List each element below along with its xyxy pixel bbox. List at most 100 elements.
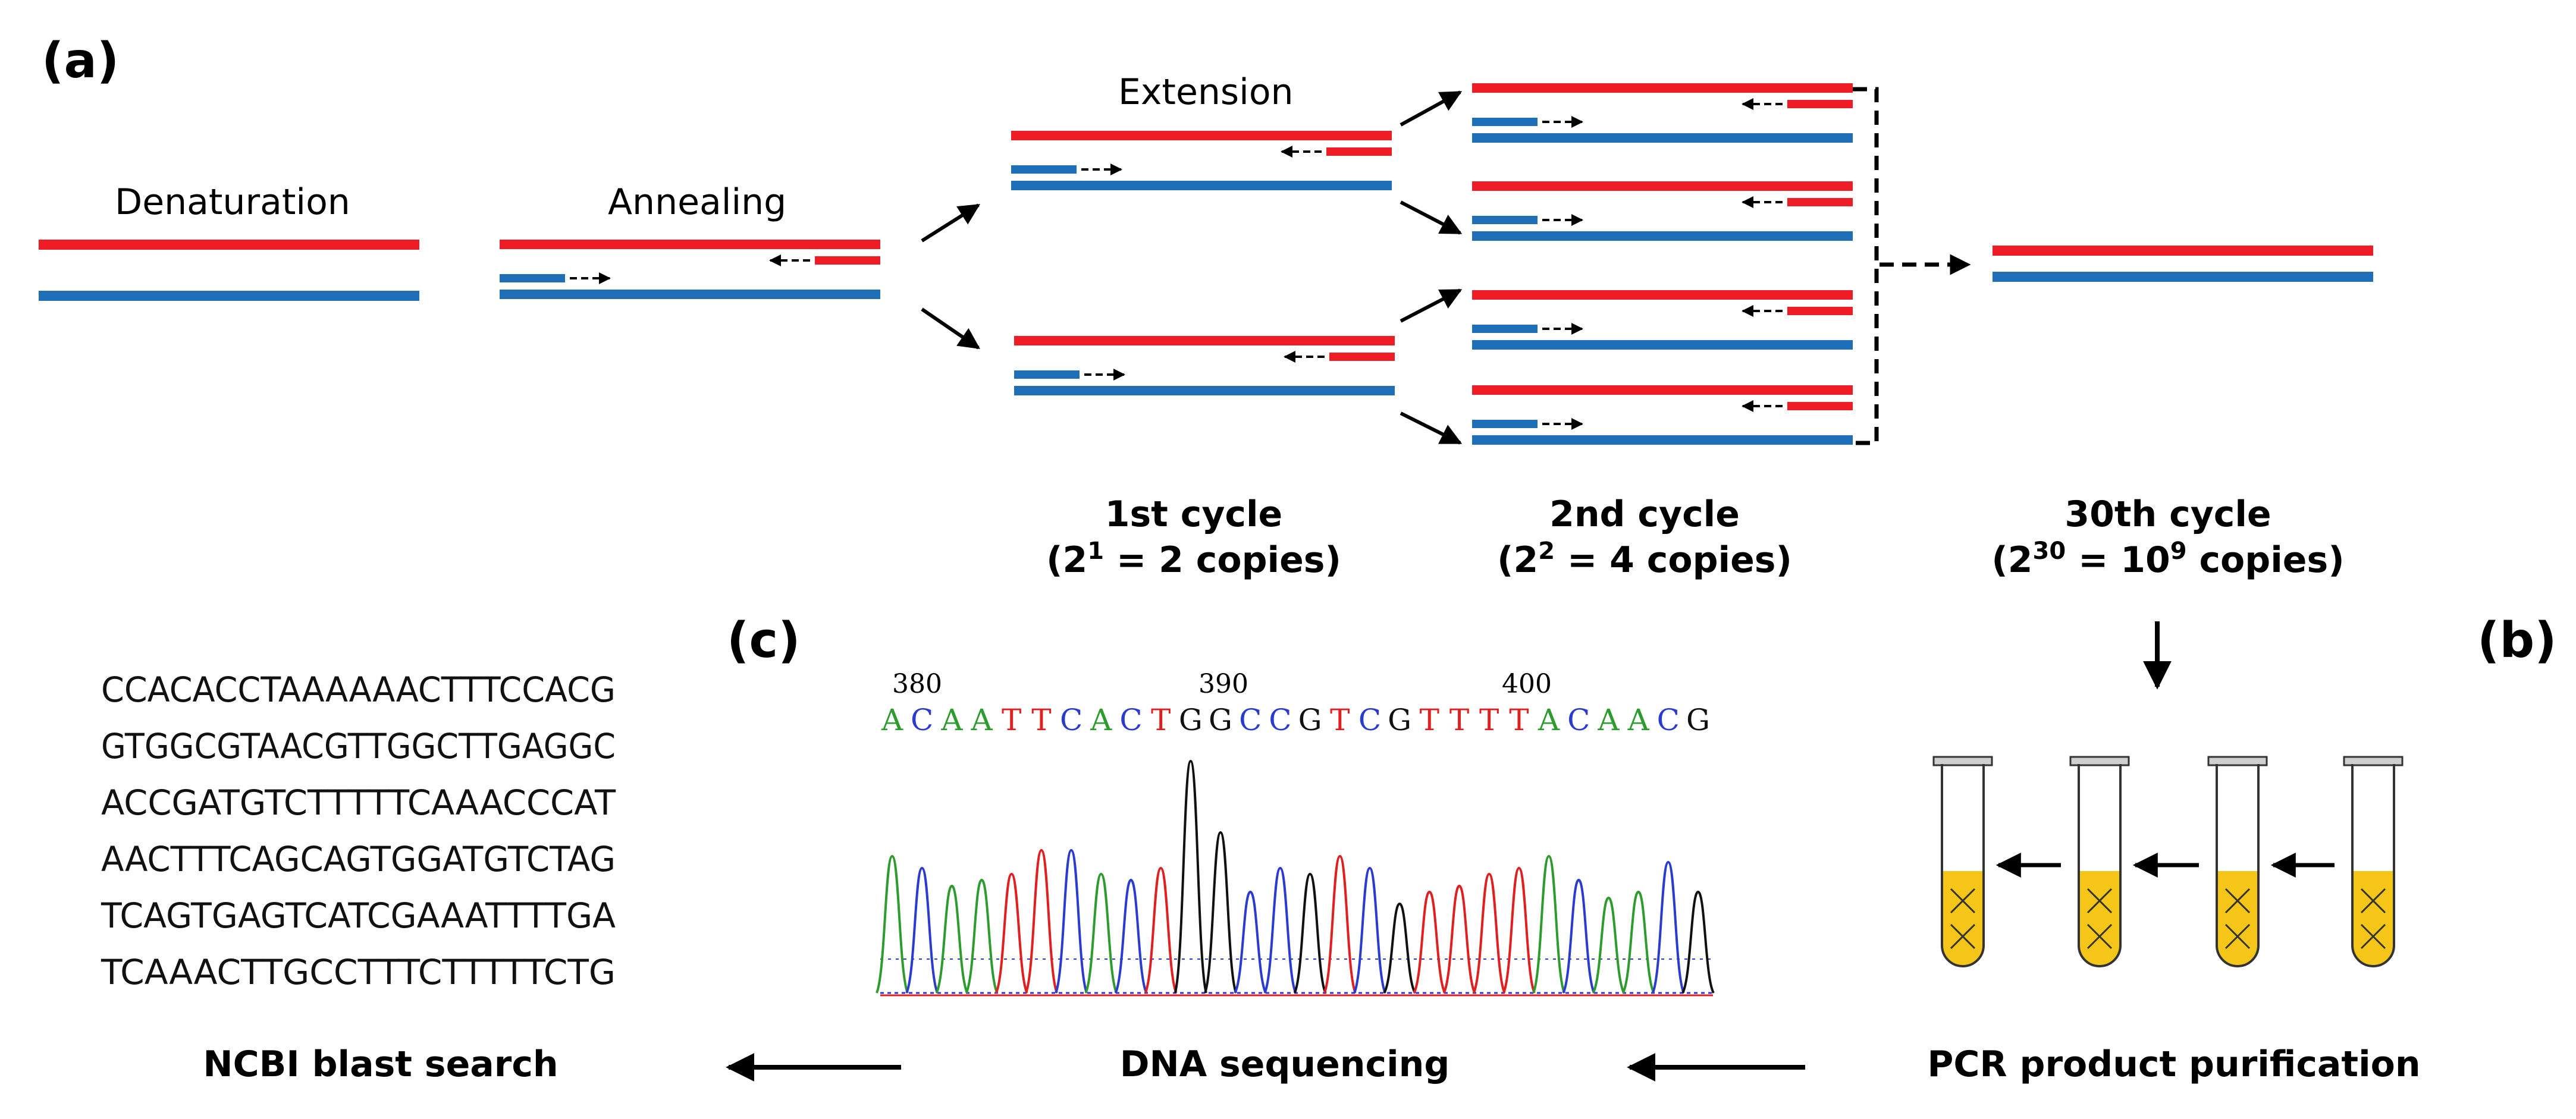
base-call: C [1269, 703, 1291, 737]
tube-body [2078, 764, 2122, 967]
arrow-icon [1400, 288, 1463, 323]
trace-peak [1383, 902, 1416, 994]
reverse-strand [39, 291, 419, 301]
forward-strand [1472, 290, 1853, 300]
base-call: T [1151, 703, 1171, 737]
cycle-1-copies: (21 = 2 copies) [1046, 538, 1341, 581]
base-call: C [1239, 703, 1262, 737]
tube-cap [2207, 756, 2268, 766]
tube-liquid [2217, 871, 2258, 966]
trace-peak [1592, 896, 1626, 994]
trace-peak [1621, 890, 1655, 994]
base-call: A [881, 703, 903, 737]
extension-strands-bottom [1014, 336, 1395, 395]
base-call: T [1420, 703, 1439, 737]
base-call: A [1538, 703, 1560, 737]
panel-label-a: (a) [42, 33, 119, 89]
reverse-strand [500, 290, 880, 299]
trace-peak [1651, 860, 1685, 994]
trace-peak [905, 866, 939, 994]
pcr-tube-icon [1932, 756, 1993, 967]
trace-peak [1055, 848, 1088, 994]
panel-label-c: (c) [727, 612, 801, 669]
reverse-strand [1993, 272, 2373, 282]
forward-strand [1993, 246, 2373, 256]
trace-peak [1263, 866, 1297, 994]
reverse-primer [1787, 307, 1853, 315]
base-call: A [1627, 703, 1650, 737]
dna-helix-icon [2224, 888, 2251, 950]
reverse-strand [1472, 133, 1853, 143]
forward-strand [1472, 385, 1853, 395]
trace-peak [1562, 878, 1596, 994]
arrow-icon [1400, 411, 1463, 445]
pcr-tube-icon [2069, 756, 2130, 967]
base-call: C [1060, 703, 1083, 737]
dna-sequencing-label: DNA sequencing [1120, 1043, 1450, 1085]
trace-peak [876, 854, 909, 994]
pcr-tube-icon [2207, 756, 2268, 967]
sequence-line: GTGGCGTAACGTTGGCTTGAGGC [101, 726, 616, 766]
annealing-label: Annealing [608, 181, 786, 223]
trace-peak [1442, 884, 1476, 994]
cycle-1-title: 1st cycle [1105, 494, 1283, 535]
reverse-primer [1787, 100, 1853, 108]
extension-strands-top [1011, 131, 1392, 190]
extension-label: Extension [1118, 71, 1294, 113]
trace-peak [1234, 890, 1267, 994]
reverse-primer [1787, 402, 1853, 410]
forward-strand [1011, 131, 1392, 140]
trace-peak [1681, 890, 1715, 994]
reverse-strand [1014, 386, 1395, 395]
base-call: G [1686, 703, 1710, 737]
sequence-block: CCACACCTAAAAAACTTTCCACG GTGGCGTAACGTTGGCT… [101, 669, 616, 992]
tick-390: 390 [1198, 669, 1248, 699]
tube-body [2351, 764, 2395, 967]
reverse-strand [1472, 435, 1853, 445]
trace-peak [965, 878, 999, 994]
tube-cap [1932, 756, 1993, 766]
forward-primer [1472, 216, 1538, 224]
trace-peaks [876, 759, 1715, 997]
cycle2-strands-3 [1472, 290, 1853, 350]
tube-liquid [2352, 871, 2394, 966]
base-call: C [911, 703, 933, 737]
base-call: C [1657, 703, 1680, 737]
trace-peak [1144, 866, 1178, 994]
forward-strand [500, 240, 880, 249]
trace-peak [1502, 866, 1536, 994]
thirtieth-cycle-product [1993, 246, 2373, 282]
arrow-icon [1400, 200, 1463, 235]
forward-primer [1011, 165, 1077, 174]
base-call: T [1479, 703, 1499, 737]
cycle-2-copies: (22 = 4 copies) [1497, 538, 1792, 581]
trace-peak [1532, 854, 1565, 994]
sequence-line: TCAAACTTGCCTTTCTTTTTCTG [101, 952, 616, 992]
dashed-bracket [1853, 87, 1879, 445]
trace-peak [1025, 848, 1058, 994]
sequence-line: CCACACCTAAAAAACTTTCCACG [101, 669, 616, 710]
tick-400: 400 [1502, 669, 1552, 699]
base-call: G [1388, 703, 1411, 737]
base-call: A [940, 703, 963, 737]
tube-cap [2343, 756, 2404, 766]
arrow-icon [921, 203, 981, 243]
trace-peak [1413, 890, 1447, 994]
forward-strand [39, 240, 419, 250]
reverse-strand [1472, 231, 1853, 241]
cycle-bracket [1853, 87, 1971, 445]
base-call: G [1179, 703, 1203, 737]
forward-strand [1472, 83, 1853, 93]
base-call: T [1002, 703, 1021, 737]
tube-cap [2069, 756, 2130, 766]
base-call: G [1298, 703, 1322, 737]
trace-peak [1472, 872, 1506, 994]
forward-primer [1014, 370, 1080, 379]
cycle-caption-1: 1st cycle (21 = 2 copies) [1046, 494, 1341, 581]
base-call: T [1509, 703, 1529, 737]
forward-primer [1472, 325, 1538, 333]
reverse-strand [1011, 181, 1392, 190]
trace-peak [1204, 831, 1237, 994]
